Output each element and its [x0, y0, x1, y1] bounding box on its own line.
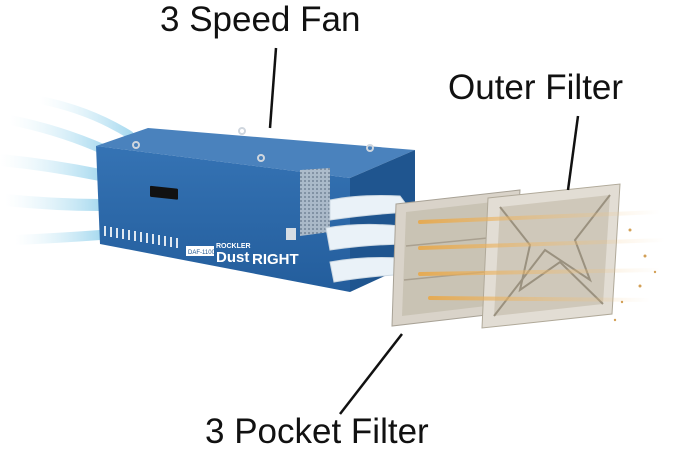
pocket-filter-leader-line — [339, 333, 403, 415]
eye-bolt-icon — [132, 127, 374, 162]
pocket-filter-bags — [325, 195, 413, 283]
leader-lines — [268, 47, 580, 415]
outer-filter-leader-line — [566, 115, 580, 191]
model-text: DAF-1100 — [188, 250, 216, 256]
dust-flow — [418, 210, 667, 322]
pocket-filter-label: 3 Pocket Filter — [205, 412, 429, 451]
brand-text: ROCKLER — [216, 243, 251, 250]
fan-leader-line — [268, 47, 278, 129]
product-name-a: Dust — [216, 249, 249, 266]
product-name-b: RIGHT — [252, 251, 299, 268]
fan-label: 3 Speed Fan — [160, 0, 361, 39]
model-badge — [186, 246, 214, 256]
outer-filter — [481, 183, 621, 329]
outer-filter-label: Outer Filter — [448, 68, 624, 107]
intake-airflow — [0, 96, 134, 245]
